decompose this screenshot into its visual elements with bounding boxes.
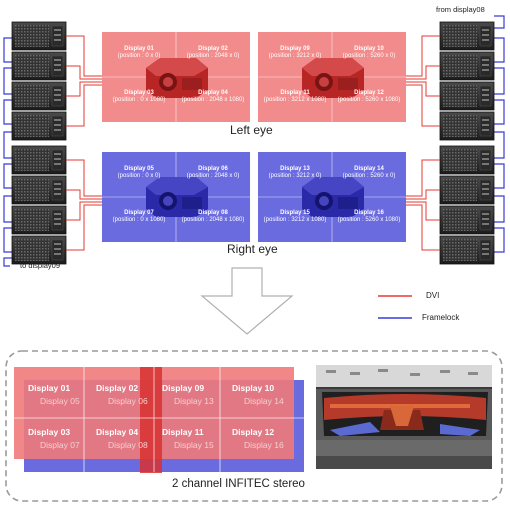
powerwall-photo (316, 365, 492, 469)
overlay-display-11: Display 11 (162, 427, 204, 437)
overlay-display-16: Display 16 (244, 440, 284, 450)
overlay-display-03: Display 03 (28, 427, 71, 437)
overlay-display-12: Display 12 (232, 427, 275, 437)
render-servers-left (11, 21, 67, 265)
flow-arrow-down (200, 267, 294, 335)
overlay-display-14: Display 14 (244, 396, 284, 406)
label-left-eye: Left eye (230, 123, 273, 137)
display-caption-display-02: Display 02(position : 2048 x 0) (186, 46, 240, 59)
overlay-display-09: Display 09 (162, 383, 205, 393)
display-caption-display-05: Display 05(position : 0 x 0) (117, 166, 161, 179)
overlay-display-02: Display 02 (96, 383, 139, 393)
render-servers-right (439, 21, 495, 265)
label-to-display09: to display09 (20, 261, 61, 270)
display-caption-display-12: Display 12(position : 5260 x 1080) (337, 90, 401, 103)
display-caption-display-15: Display 15(position : 3212 x 1080) (263, 210, 327, 223)
overlay-overlap-strip (140, 367, 162, 473)
display-caption-display-10: Display 10(position : 5260 x 0) (342, 46, 396, 59)
overlay-display-05: Display 05 (40, 396, 80, 406)
display-caption-display-09: Display 09(position : 3212 x 0) (268, 46, 322, 59)
display-caption-display-04: Display 04(position : 2048 x 1080) (181, 90, 245, 103)
framelock-chain-right (494, 15, 505, 253)
overlay-display-01: Display 01 (28, 383, 71, 393)
legend-dvi-label: DVI (426, 291, 440, 300)
display-caption-display-01: Display 01(position : 0 x 0) (117, 46, 161, 59)
display-caption-display-11: Display 11(position : 3212 x 1080) (263, 90, 327, 103)
label-from-display08: from display08 (436, 5, 485, 14)
overlay-display-15: Display 15 (174, 440, 214, 450)
display-caption-display-07: Display 07(position : 0 x 1080) (112, 210, 166, 223)
display-caption-display-03: Display 03(position : 0 x 1080) (112, 90, 166, 103)
display-caption-display-06: Display 06(position : 2048 x 0) (186, 166, 240, 179)
framelock-chain-left (3, 37, 12, 267)
combined-view-frame (5, 350, 503, 502)
overlay-display-13: Display 13 (174, 396, 214, 406)
legend-framelock-label: Framelock (422, 313, 460, 322)
overlay-display-10: Display 10 (232, 383, 275, 393)
display-caption-display-16: Display 16(position : 5260 x 1080) (337, 210, 401, 223)
overlay-display-04: Display 04 (96, 427, 139, 437)
overlay-display-08: Display 08 (108, 440, 148, 450)
label-right-eye: Right eye (227, 242, 278, 256)
display-caption-display-14: Display 14(position : 5260 x 0) (342, 166, 396, 179)
display-caption-display-13: Display 13(position : 3212 x 0) (268, 166, 322, 179)
overlay-display-07: Display 07 (40, 440, 80, 450)
overlay-display-06: Display 06 (108, 396, 148, 406)
footer-caption: 2 channel INFITEC stereo (172, 478, 305, 490)
display-caption-display-08: Display 08(position : 2048 x 1080) (181, 210, 245, 223)
